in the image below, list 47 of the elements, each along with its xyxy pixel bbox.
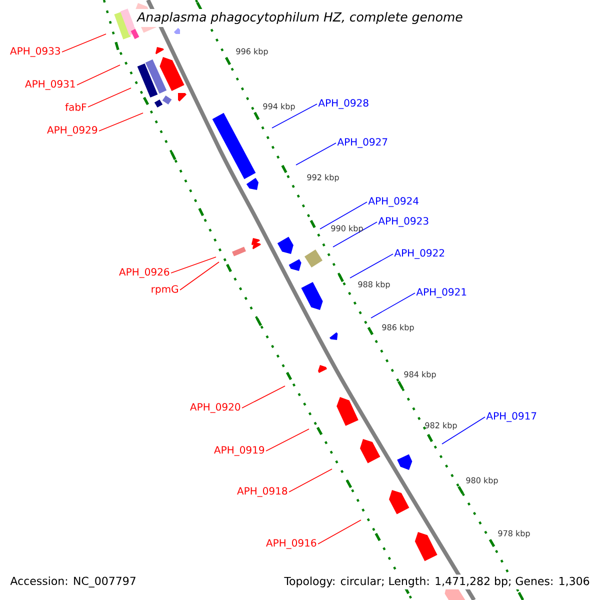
title: Anaplasma phagocytophilum HZ, complete genome — [134, 8, 466, 28]
gene-label: rpmG — [152, 285, 178, 295]
leader-line — [180, 262, 220, 290]
gene-label: APH_0919 — [214, 446, 264, 456]
gene-label: APH_0920 — [190, 403, 240, 413]
footer-text: Accession: NC_007797 — [8, 574, 138, 590]
leader-line — [332, 222, 378, 248]
leader-line — [350, 254, 394, 278]
leader-line — [170, 256, 216, 274]
tick-label: 986 kbp — [382, 324, 414, 332]
leader-line — [318, 520, 362, 544]
leader-line — [88, 88, 132, 108]
leader-line — [442, 416, 486, 444]
gene-label: APH_0917 — [486, 412, 536, 422]
tick-label: 984 kbp — [404, 371, 436, 379]
tick-label: 996 kbp — [236, 48, 268, 56]
gene-label: APH_0924 — [368, 197, 418, 207]
gene-label: APH_0916 — [266, 539, 316, 549]
footer-text: Topology: circular; Length: 1,471,282 bp; Genes: 1,306 — [282, 574, 592, 590]
tick-label: 990 kbp — [331, 225, 363, 233]
leader-line — [98, 112, 144, 132]
leader-line — [242, 386, 286, 408]
tick-label: 994 kbp — [263, 103, 295, 111]
tick-label: 980 kbp — [466, 477, 498, 485]
gene-label: APH_0922 — [394, 249, 444, 259]
leader-line — [272, 104, 318, 128]
tick-label: 978 kbp — [498, 530, 530, 538]
tick-label: 988 kbp — [358, 281, 390, 289]
tick-label: 992 kbp — [307, 174, 339, 182]
leader-line — [370, 292, 416, 318]
tick-label: 982 kbp — [425, 422, 457, 430]
leader-line — [62, 34, 106, 52]
leader-line — [320, 202, 368, 230]
gene-label: APH_0933 — [10, 47, 60, 57]
leader-line — [288, 468, 332, 492]
leader-line — [266, 428, 310, 452]
gene-label: APH_0928 — [318, 99, 368, 109]
leader-line — [296, 142, 336, 166]
gene-label: APH_0921 — [416, 288, 466, 298]
leader-line — [76, 64, 120, 86]
gene-label: APH_0923 — [378, 217, 428, 227]
gene-label: fabF — [65, 103, 86, 111]
gene-label: APH_0927 — [337, 138, 388, 148]
gene-label: APH_0929 — [47, 126, 98, 136]
gene-label: APH_0931 — [25, 80, 75, 90]
gene-label: APH_0918 — [237, 487, 288, 497]
gene-label: APH_0926 — [119, 268, 170, 278]
